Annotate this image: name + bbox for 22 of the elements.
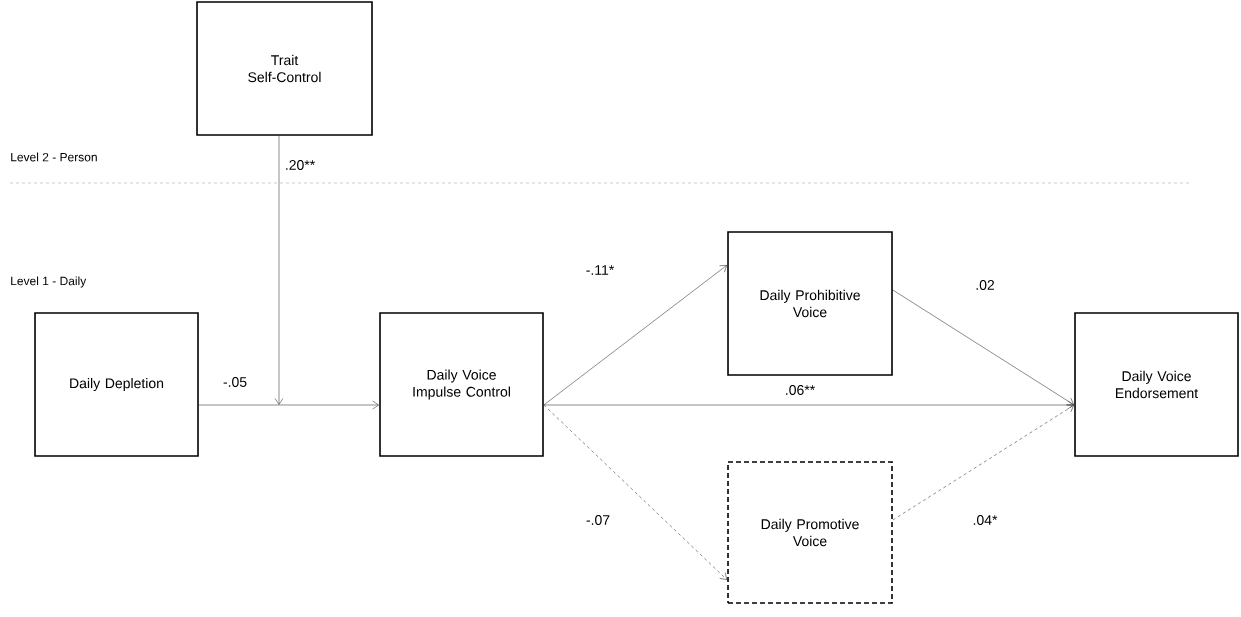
level-label: Level 2 - Person: [11, 152, 97, 162]
arrow: [274, 135, 284, 405]
path-coefficient: .04*: [973, 515, 998, 525]
path-coefficient: -.07: [586, 515, 610, 525]
arrow: [198, 400, 379, 410]
path-coefficient: .20**: [286, 160, 315, 170]
path-coefficient: -.05: [223, 377, 247, 387]
variable-box: Daily Prohibitive Voice: [727, 231, 893, 376]
arrow: [543, 265, 728, 406]
arrow: [543, 400, 1074, 410]
variable-box: Daily Voice Impulse Control: [379, 312, 544, 457]
variable-box: Trait Self-Control: [196, 1, 373, 136]
arrow: [892, 289, 1075, 406]
path-coefficient: .06**: [786, 385, 815, 395]
variable-box: Daily Voice Endorsement: [1074, 312, 1239, 457]
variable-box: Daily Promotive Voice: [727, 461, 893, 604]
path-coefficient: -.11*: [586, 265, 615, 275]
level-label: Level 1 - Daily: [11, 276, 87, 288]
variable-box: Daily Depletion: [34, 312, 199, 457]
arrow: [543, 404, 728, 580]
path-coefficient: .02: [976, 280, 995, 290]
arrow: [892, 404, 1075, 521]
